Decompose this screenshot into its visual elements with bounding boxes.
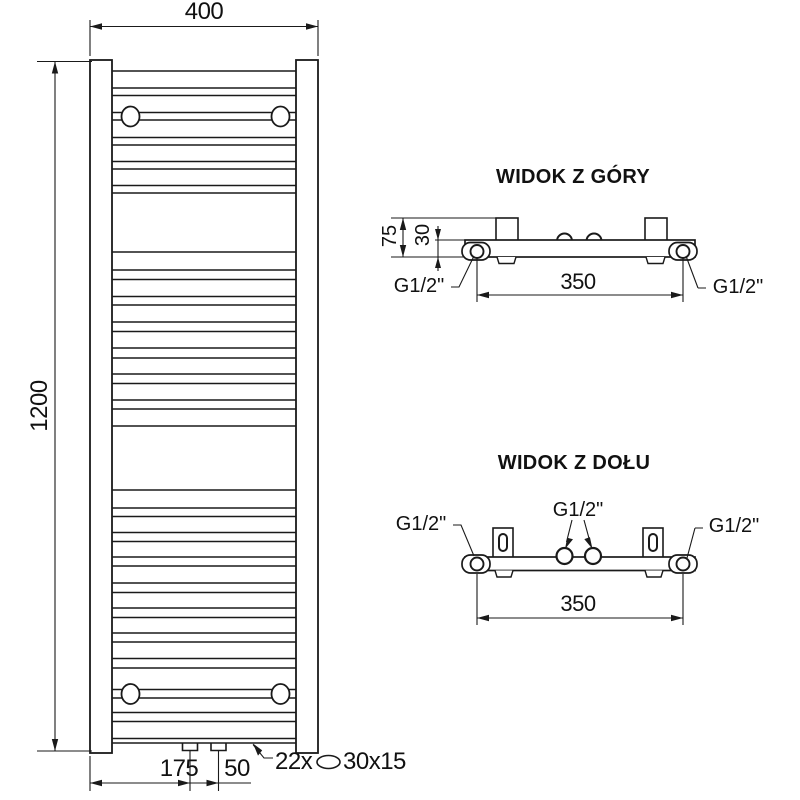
left-collector-tube	[89, 59, 113, 754]
bottom-view-bracket-slot-right	[648, 533, 658, 552]
bracket-bottom-left-icon	[120, 683, 141, 705]
bottom-view-center-connection-right	[583, 546, 603, 566]
bottom-view-bracket-foot-left	[494, 570, 514, 578]
oval-tube-profile-icon	[316, 754, 341, 770]
top-view-title: WIDOK Z GÓRY	[496, 166, 650, 188]
bottom-view-right-connection-label: G1/2"	[708, 515, 760, 537]
tube-count-label: 22x	[275, 748, 313, 775]
top-view-bracket-foot-left	[496, 256, 517, 265]
bottom-view-left-connection-label: G1/2"	[395, 513, 447, 535]
dim-inlet-offset-label: 175	[159, 755, 199, 782]
bottom-view-left-connection-icon	[469, 556, 485, 572]
top-view-bracket-foot-right	[645, 256, 666, 265]
bracket-top-right-icon	[270, 105, 291, 128]
bottom-view-bracket-slot-left	[498, 533, 508, 552]
right-collector-tube	[295, 59, 319, 754]
dim-depth-label: 75	[379, 224, 401, 248]
bottom-view-bracket-foot-right	[644, 570, 664, 578]
top-view-left-connection-icon	[469, 244, 485, 259]
top-view-right-connection-icon	[675, 244, 691, 259]
dim-width-label: 400	[184, 0, 224, 25]
bottom-view-right-connection-icon	[675, 556, 691, 572]
bottom-view-spacing-label: 350	[560, 591, 596, 616]
top-view-drawing	[391, 217, 706, 302]
front-view-drawing	[89, 59, 319, 754]
bracket-bottom-right-icon	[270, 683, 291, 705]
top-view-bracket-right	[644, 217, 668, 242]
bottom-view-center-connection-left	[555, 546, 574, 566]
top-view-tube-bar	[464, 239, 696, 258]
top-view-spacing-label: 350	[560, 269, 596, 294]
tube-profile-label: 30x15	[343, 748, 406, 775]
top-view-left-connection-label: G1/2"	[393, 275, 445, 297]
inlet-stub-right	[210, 743, 227, 752]
dim-tube-depth-label: 30	[412, 223, 434, 247]
rung-lines	[112, 70, 296, 744]
inlet-stub-left	[181, 743, 199, 752]
dim-inlet-spacing-label: 50	[224, 755, 250, 782]
dim-height-label: 1200	[26, 380, 53, 432]
top-view-right-connection-label: G1/2"	[712, 276, 764, 298]
top-view-bracket-left	[495, 217, 519, 242]
bottom-view-title: WIDOK Z DOŁU	[497, 452, 651, 474]
bottom-view-center-connection-label: G1/2"	[552, 499, 604, 521]
bottom-view-tube-bar	[464, 556, 696, 572]
bottom-view-drawing	[453, 519, 703, 625]
front-view-dimensions	[37, 20, 341, 791]
bracket-top-left-icon	[120, 105, 141, 128]
